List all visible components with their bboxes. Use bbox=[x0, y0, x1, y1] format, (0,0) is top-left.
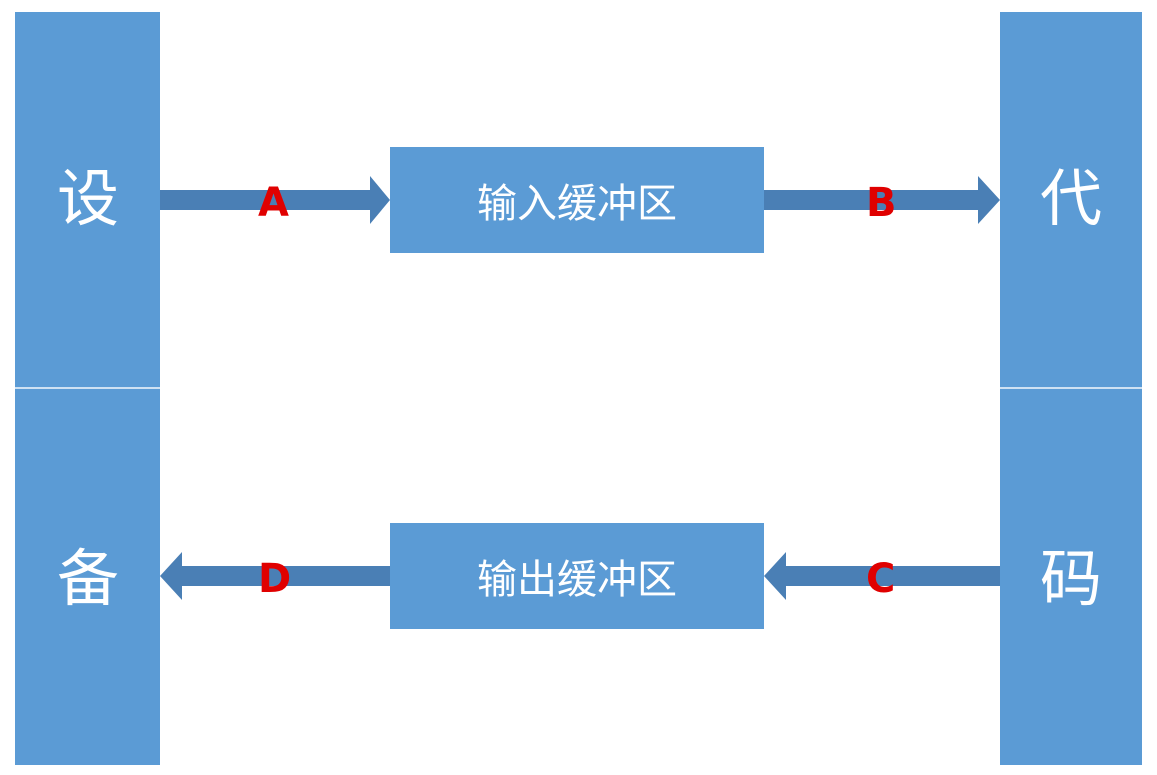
arrow-d-label: D bbox=[258, 556, 292, 602]
code-divider bbox=[1000, 387, 1142, 389]
arrow-a bbox=[160, 176, 390, 224]
output-buffer-label: 输出缓冲区 bbox=[477, 557, 677, 603]
output-buffer-box: 输出缓冲区 bbox=[390, 523, 764, 629]
arrow-b bbox=[764, 176, 1000, 224]
device-char-top: 设 bbox=[57, 162, 120, 235]
arrow-d bbox=[160, 552, 390, 600]
arrow-c-label: C bbox=[866, 556, 896, 602]
device-char-bottom: 备 bbox=[57, 542, 120, 615]
device-divider bbox=[15, 387, 160, 389]
code-char-top: 代 bbox=[1040, 162, 1103, 235]
arrow-c bbox=[764, 552, 1000, 600]
input-buffer-box: 输入缓冲区 bbox=[390, 147, 764, 253]
arrow-a-label: A bbox=[258, 180, 289, 226]
arrow-b-label: B bbox=[866, 180, 897, 226]
code-char-bottom: 码 bbox=[1040, 542, 1103, 615]
input-buffer-label: 输入缓冲区 bbox=[477, 181, 677, 227]
